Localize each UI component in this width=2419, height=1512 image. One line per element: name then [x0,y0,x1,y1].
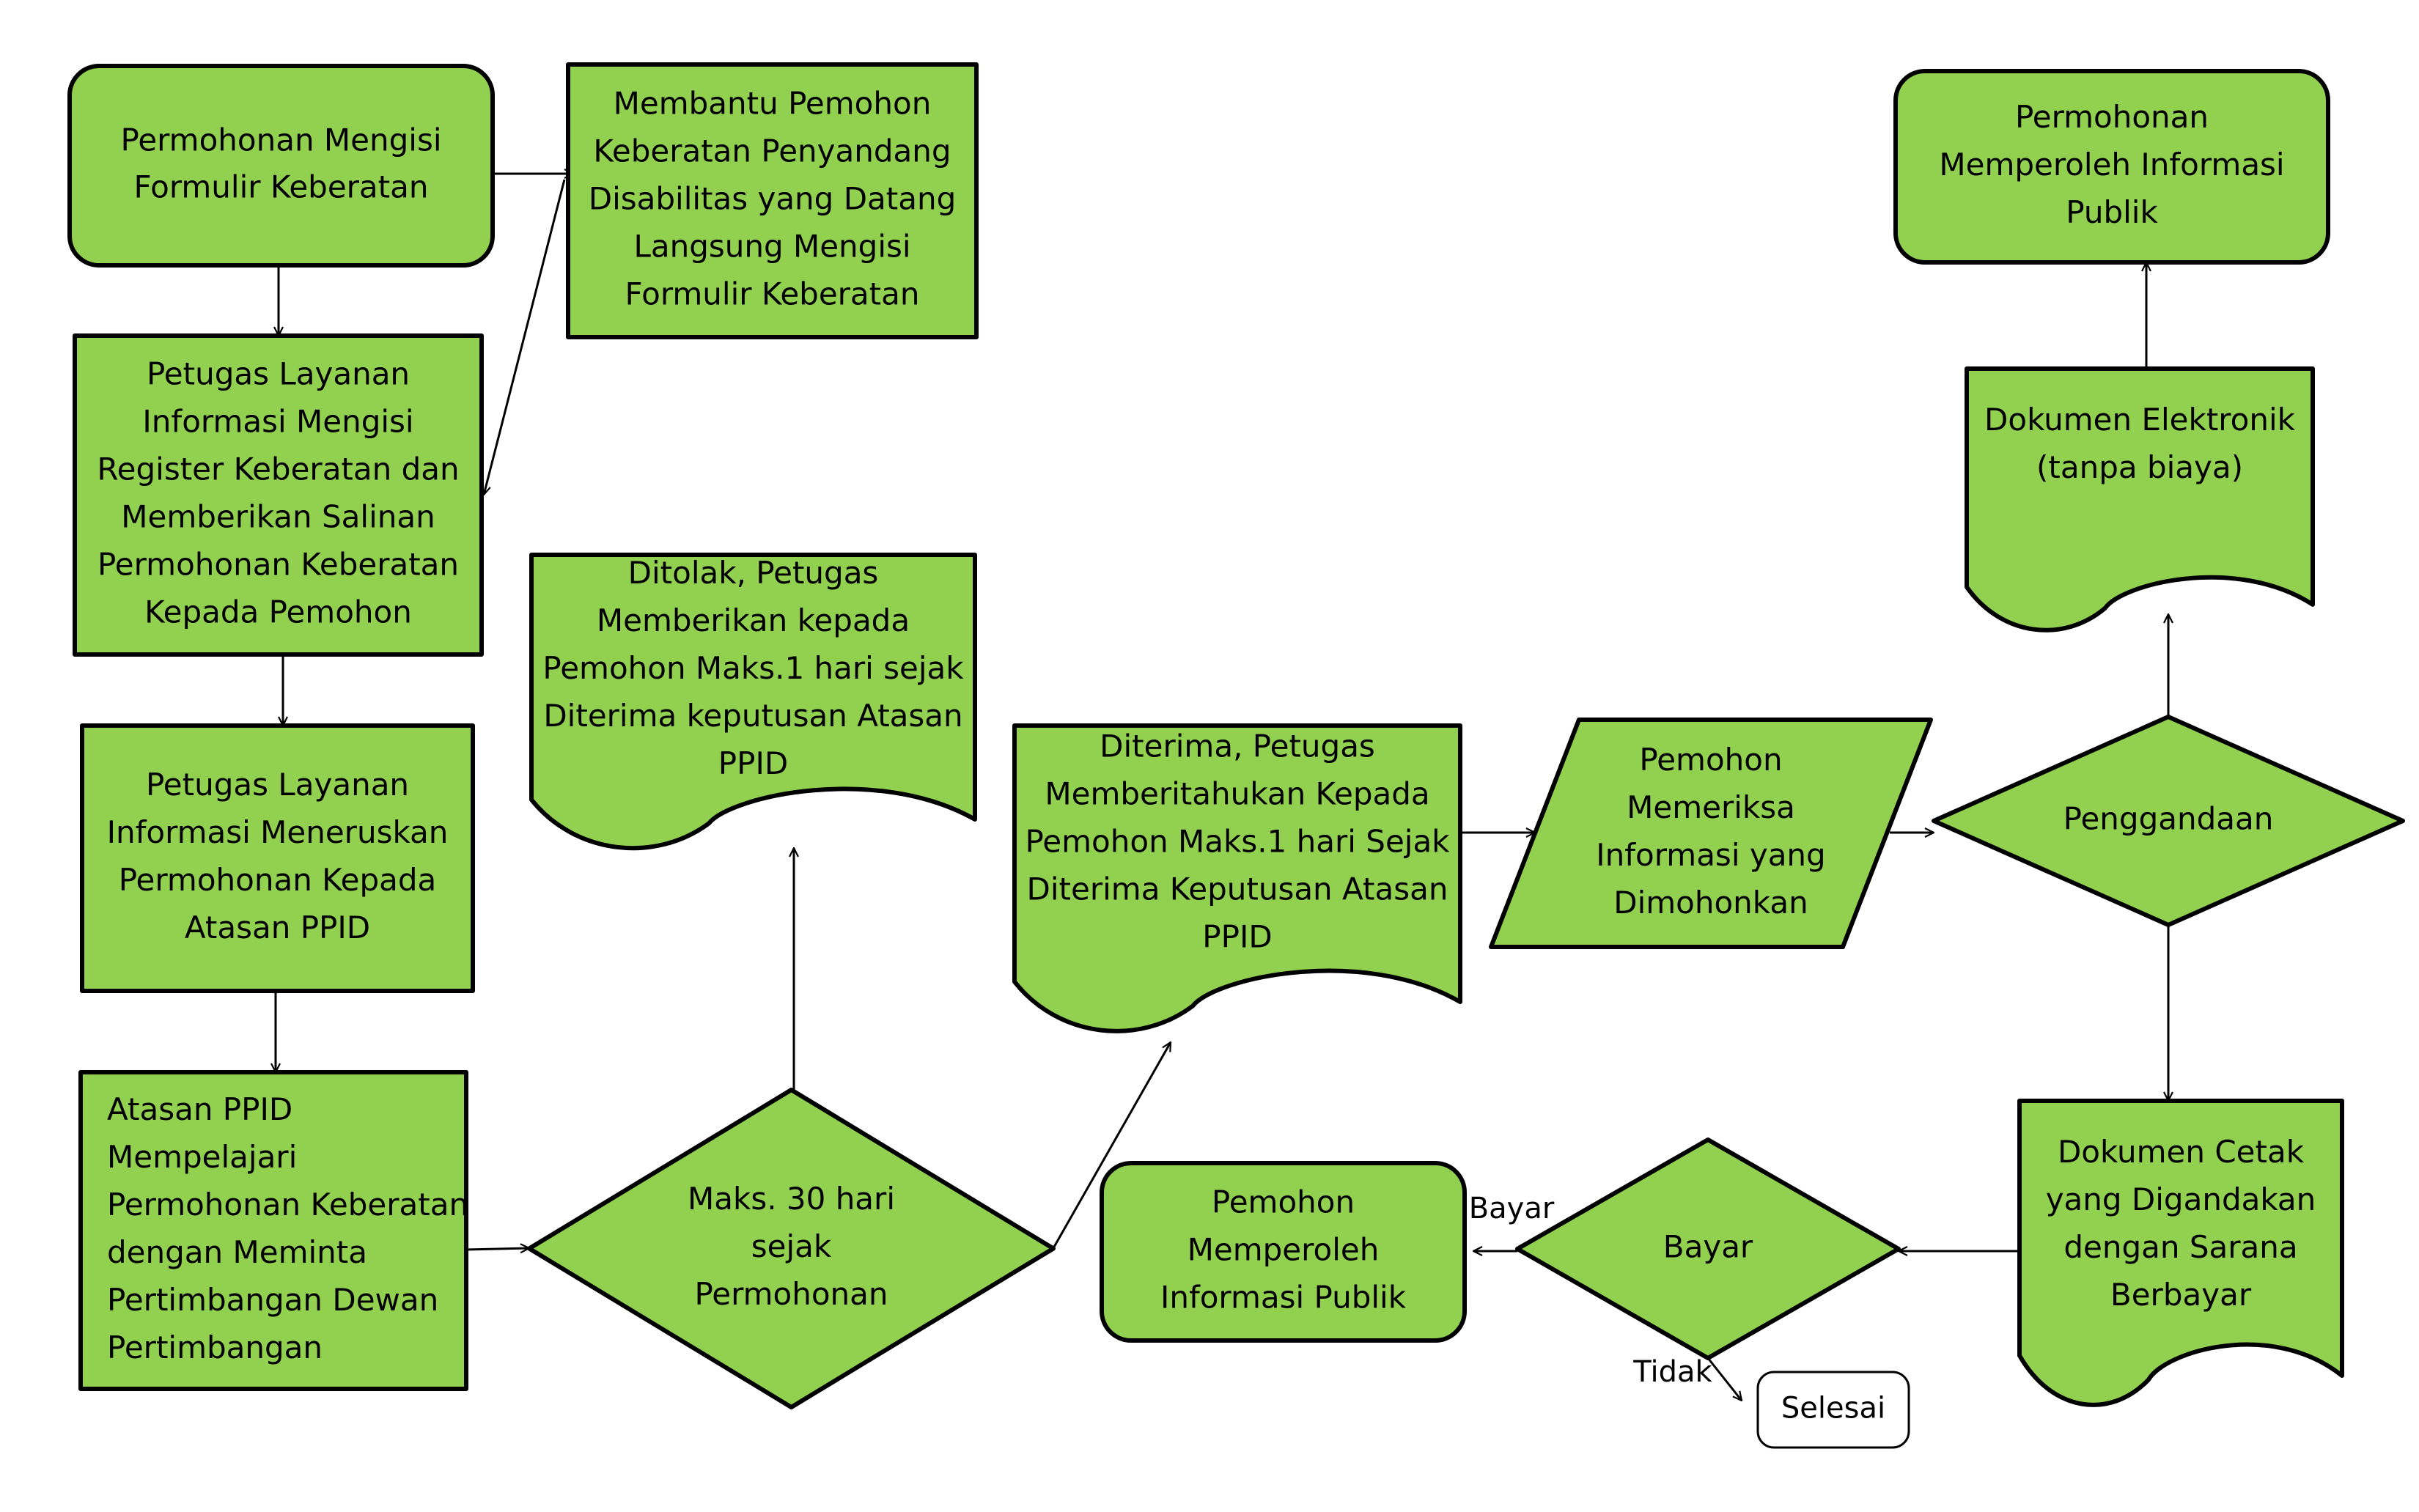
node-label-line: Penggandaan [2063,801,2274,837]
node-elektronik: Dokumen Elektronik (tanpa biaya) [1965,366,2315,633]
node-label-line: Permohonan Kepada [119,862,437,898]
node-label-line: Pemohon [1639,742,1782,778]
edge-label-bayar-yes: Bayar [1469,1192,1555,1225]
node-label-line: Bayar [1663,1229,1753,1265]
node-label-line: Permohonan Keberatan [97,547,459,583]
node-shape-rect [80,723,475,993]
node-label-line: Keberatan Penyandang [593,133,951,169]
node-label-line: PPID [718,745,788,781]
node-label-line: Pemohon Maks.1 hari Sejak [1025,824,1450,860]
node-label-line: Informasi Mengisi [142,404,413,440]
node-shape-diamond [1932,715,2405,927]
node-shape-rect [566,62,979,339]
node-label-line: Memperoleh [1188,1232,1380,1268]
node-label-line: Kepada Pemohon [144,594,412,630]
node-label-line: Formulir Keberatan [134,169,429,205]
node-label-line: Dokumen Elektronik [1984,402,2296,438]
node-selesai: Selesai [1756,1371,1910,1449]
node-label-line: Diterima keputusan Atasan [543,698,962,734]
node-shape-document [1012,723,1462,1033]
node-shape-document [1965,366,2315,633]
node-shape-rounded [67,64,495,268]
node-label-line: dengan Meminta [107,1234,367,1270]
node-label-line: Selesai [1781,1392,1885,1426]
node-shape-document [529,553,977,851]
node-label-line: Informasi Publik [1160,1280,1407,1316]
node-label-line: Register Keberatan dan [97,451,459,487]
node-label-line: Permohonan Mengisi [120,122,441,158]
node-label-line: Publik [2066,194,2158,230]
node-shape-rounded [1893,69,2330,265]
node-cetak: Dokumen Cetak yang Digandakan dengan Saran… [2017,1099,2344,1407]
node-label-line: Atasan PPID [107,1091,292,1127]
node-label-line: Disabilitas yang Datang [589,181,957,217]
node-label-line: Petugas Layanan [146,767,409,803]
node-label-line: Membantu Pemohon [614,86,932,122]
node-label-line: Petugas Layanan [147,356,410,392]
node-label-line: Maks. 30 hari [688,1181,895,1217]
node-shape-diamond [1515,1137,1901,1360]
node-label-line: Informasi Meneruskan [107,814,449,850]
node-bayar: Bayar [1515,1137,1901,1360]
node-label-line: Pemohon Maks.1 hari sejak [542,650,964,686]
node-label-line: Pertimbangan Dewan [107,1282,438,1318]
node-label-line: Diterima Keputusan Atasan [1027,871,1448,907]
connectors [276,174,2168,1401]
node-label-line: Dokumen Cetak [2058,1134,2305,1170]
node-label-line: Pemohon [1212,1184,1355,1220]
node-label-line: Diterima, Petugas [1100,729,1375,764]
node-label-line: Memperoleh Informasi [1939,147,2284,182]
node-shape-rect [78,1070,468,1391]
node-label-line: dengan Sarana [2063,1229,2297,1265]
node-shape-diamond [527,1088,1056,1409]
arrow-mempelajari-to-maks30 [465,1248,529,1250]
arrow-maks30-to-diterima [1052,1042,1172,1249]
node-label-line: Dimohonkan [1613,885,1808,921]
node-label-line: Mempelajari [107,1139,297,1175]
node-shape-rounded [1756,1371,1910,1449]
node-label-line: Permohonan [2015,99,2209,135]
arrow-bayar-to-selesai [1706,1357,1742,1401]
node-label-line: Memeriksa [1627,789,1795,825]
node-shape-rounded [1100,1161,1467,1343]
node-label-line: (tanpa biaya) [2036,449,2243,485]
node-label-line: yang Digandakan [2046,1181,2316,1217]
node-label-line: PPID [1202,919,1272,955]
node-label-line: Ditolak, Petugas [628,555,879,591]
node-label-line: Langsung Mengisi [633,229,910,265]
node-label-line: Informasi yang [1596,837,1825,873]
node-shape-document [2017,1099,2344,1407]
node-label-line: Formulir Keberatan [625,276,920,312]
node-shape-parallelogram [1489,718,1933,949]
edge-label-bayar-no: Tidak [1632,1355,1712,1389]
node-label-line: Permohonan [694,1276,888,1312]
node-label-line: Pertimbangan [107,1330,323,1365]
node-label-line: Atasan PPID [185,910,370,945]
arrow-membantu-to-register [484,179,566,495]
node-label-line: Memberikan kepada [597,602,910,638]
node-label-line: Memberitahukan Kepada [1045,776,1429,812]
node-label-line: Permohonan Keberatan [107,1187,468,1222]
node-shape-rect [73,333,484,657]
node-label-line: Berbayar [2110,1277,2252,1313]
node-label-line: Memberikan Salinan [121,499,435,535]
node-label-line: sejak [751,1228,832,1264]
node-penggandaan: Penggandaan [1932,715,2405,927]
